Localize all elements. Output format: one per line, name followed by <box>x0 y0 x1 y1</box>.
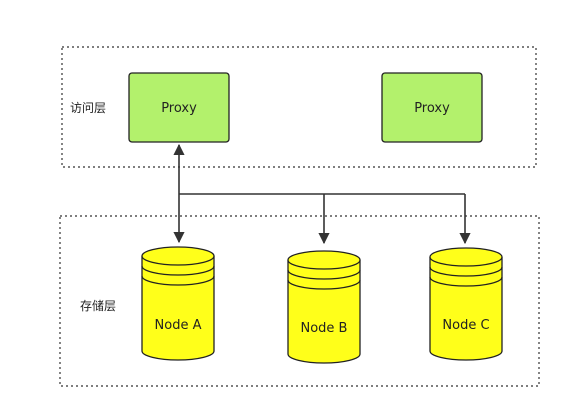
node-c-ring-2 <box>429 276 503 287</box>
proxy-right-label: Proxy <box>414 101 450 116</box>
node-b-ring-2 <box>287 279 361 290</box>
proxy-left-label: Proxy <box>161 101 197 116</box>
node-a-top <box>141 246 215 266</box>
access-layer-label: 访问层 <box>70 101 106 115</box>
node-a-ring-2 <box>141 275 215 286</box>
node-c-body <box>429 257 503 361</box>
node-b-cylinder[interactable]: Node B <box>287 250 361 364</box>
proxy-right-shape <box>381 72 483 143</box>
node-c-top <box>429 247 503 267</box>
node-c-ring-1 <box>429 266 503 277</box>
node-b-top <box>287 250 361 270</box>
node-b-ring-1 <box>287 269 361 280</box>
node-a-label: Node A <box>155 318 202 333</box>
node-b-label: Node B <box>301 321 348 336</box>
node-c-cylinder[interactable]: Node C <box>429 247 503 361</box>
node-a-cylinder[interactable]: Node A <box>141 246 215 361</box>
access-layer-border <box>61 46 537 168</box>
proxy-box-left[interactable]: Proxy <box>128 72 230 143</box>
proxy-box-right[interactable]: Proxy <box>381 72 483 143</box>
access-layer: 访问层 Proxy Proxy <box>61 46 537 168</box>
node-a-body <box>141 256 215 361</box>
node-b-body <box>287 260 361 364</box>
storage-layer: 存储层 <box>59 215 540 387</box>
node-a-ring-1 <box>141 265 215 276</box>
node-c-label: Node C <box>442 318 489 333</box>
connectors <box>173 143 471 245</box>
proxy-left-shape <box>128 72 230 143</box>
storage-layer-label: 存储层 <box>80 298 116 313</box>
